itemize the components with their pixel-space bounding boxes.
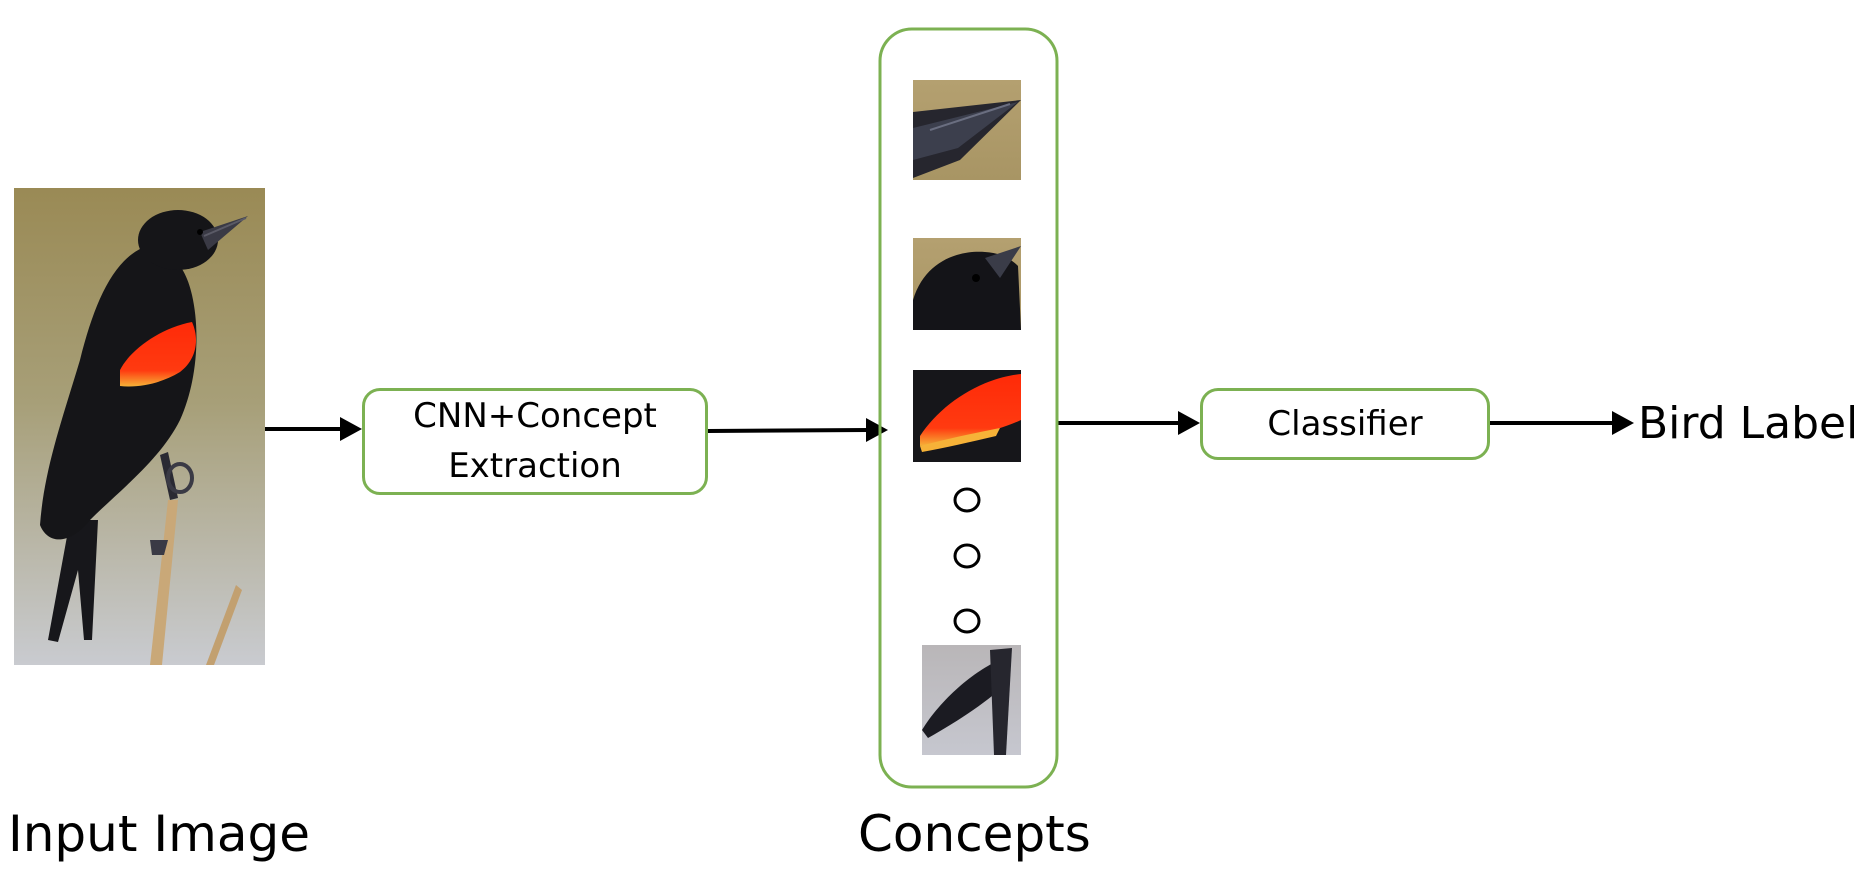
- arrow-extractor-to-concepts: [707, 418, 888, 442]
- bird-photo: [14, 188, 265, 665]
- tail-patch: [922, 645, 1021, 755]
- concepts-container: [878, 27, 1059, 789]
- arrow-input-to-extractor: [265, 417, 362, 441]
- classifier-box: Classifier: [1200, 388, 1490, 460]
- input-caption: Input Image: [8, 805, 310, 863]
- extractor-line1: CNN+Concept: [413, 396, 657, 437]
- output-label: Bird Label: [1638, 398, 1854, 449]
- arrow-concepts-to-classifier: [1056, 411, 1200, 435]
- ellipsis-dots: [953, 487, 981, 634]
- arrow-classifier-to-label: [1490, 411, 1634, 435]
- extractor-line2: Extraction: [448, 445, 622, 486]
- classifier-label: Classifier: [1267, 404, 1423, 444]
- concepts-caption: Concepts: [858, 805, 1091, 863]
- beak-patch: [913, 80, 1021, 180]
- extractor-box: CNN+Concept Extraction: [362, 388, 708, 495]
- head-patch: [913, 238, 1021, 330]
- wing-patch: [913, 370, 1021, 462]
